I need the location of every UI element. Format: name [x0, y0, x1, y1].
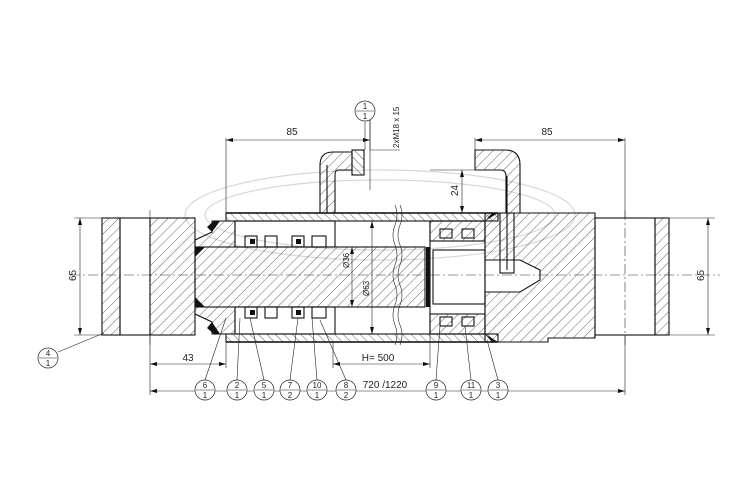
callout-2-qty: 1: [235, 391, 240, 400]
callout-1-top-item: 1: [363, 102, 368, 111]
dim-stroke: H= 500: [362, 353, 395, 364]
callout-10: 10 1: [306, 379, 328, 401]
gland-seals: [244, 235, 327, 319]
callout-8: 8 2: [335, 379, 357, 401]
dim-right-height: 65: [696, 269, 707, 281]
callout-5-qty: 1: [262, 391, 267, 400]
break-lines: [392, 204, 403, 346]
piston-rod: [194, 246, 426, 308]
dim-total-length: 720 /1220: [363, 380, 408, 391]
callout-1-top-qty: 1: [363, 112, 368, 121]
callout-11-qty: 1: [469, 391, 474, 400]
callout-8-qty: 2: [344, 391, 349, 400]
callout-6-item: 6: [203, 381, 208, 390]
left-port: [319, 149, 365, 214]
dim-left-length: 43: [182, 353, 194, 364]
right-port: [474, 149, 521, 274]
callout-3: 3 1: [487, 379, 509, 401]
dim-bore-diameter: Ø63: [362, 280, 371, 296]
callout-6-qty: 1: [203, 391, 208, 400]
dim-thread: 2xM18 x 15: [392, 106, 401, 148]
rod-gland: [194, 220, 336, 335]
callout-7-item: 7: [288, 381, 293, 390]
callout-4: 4 1: [37, 347, 59, 369]
callout-2: 2 1: [226, 379, 248, 401]
callout-9-qty: 1: [434, 391, 439, 400]
callout-6: 6 1: [194, 379, 216, 401]
callout-3-qty: 1: [496, 391, 501, 400]
callout-leaders: [57, 122, 499, 381]
callout-5: 5 1: [253, 379, 275, 401]
callout-3-item: 3: [496, 381, 501, 390]
callout-7: 7 2: [279, 379, 301, 401]
dim-rod-diameter: Ø36: [342, 252, 351, 268]
callout-5-item: 5: [262, 381, 267, 390]
callout-8-item: 8: [344, 381, 349, 390]
dim-top-left: 85: [286, 127, 298, 138]
callout-10-item: 10: [313, 381, 322, 390]
callout-7-qty: 2: [288, 391, 293, 400]
left-eye: [101, 210, 196, 345]
callout-4-item: 4: [46, 349, 51, 358]
dim-left-height: 65: [68, 269, 79, 281]
right-eye: [594, 210, 670, 345]
bottom-head: [484, 212, 596, 343]
callout-10-qty: 1: [315, 391, 320, 400]
dim-top-right: 85: [541, 127, 553, 138]
callout-9: 9 1: [425, 379, 447, 401]
callout-2-item: 2: [235, 381, 240, 390]
callout-1-top: 1 1: [354, 100, 376, 122]
callout-11-item: 11: [467, 381, 476, 390]
callout-9-item: 9: [434, 381, 439, 390]
piston: [426, 220, 486, 335]
callout-11: 11 1: [460, 379, 482, 401]
callout-4-qty: 1: [46, 359, 51, 368]
dim-port-offset: 24: [450, 184, 461, 196]
